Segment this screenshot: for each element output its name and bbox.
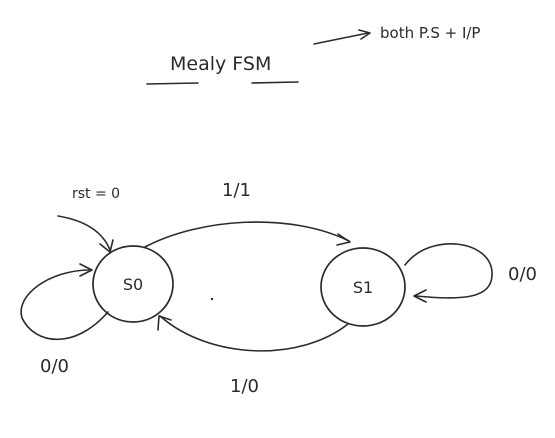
note-arrowhead	[358, 29, 371, 40]
transition-s0-s1	[144, 221, 351, 248]
title-underline-right	[251, 81, 299, 84]
state-s0-label: S0	[123, 275, 143, 294]
self-loop-label-s0: 0/0	[40, 356, 69, 377]
reset-arrow	[57, 215, 111, 251]
diagram-title: Mealy FSM	[170, 53, 271, 75]
state-s1-label: S1	[353, 278, 373, 297]
self-loop-s1	[404, 243, 493, 303]
transition-s1-s0	[157, 315, 349, 352]
state-s0: S0	[92, 245, 174, 323]
self-loop-label-s1: 0/0	[508, 264, 537, 285]
reset-label: rst = 0	[72, 186, 120, 202]
note-arrow	[313, 32, 369, 45]
transition-label-s1-s0: 1/0	[230, 376, 259, 397]
self-loop-s0	[20, 263, 109, 341]
state-s1: S1	[320, 247, 406, 327]
transition-label-s0-s1: 1/1	[222, 180, 251, 201]
stray-dot	[210, 297, 214, 301]
title-underline-left	[146, 82, 199, 85]
note-text: both P.S + I/P	[380, 24, 480, 42]
